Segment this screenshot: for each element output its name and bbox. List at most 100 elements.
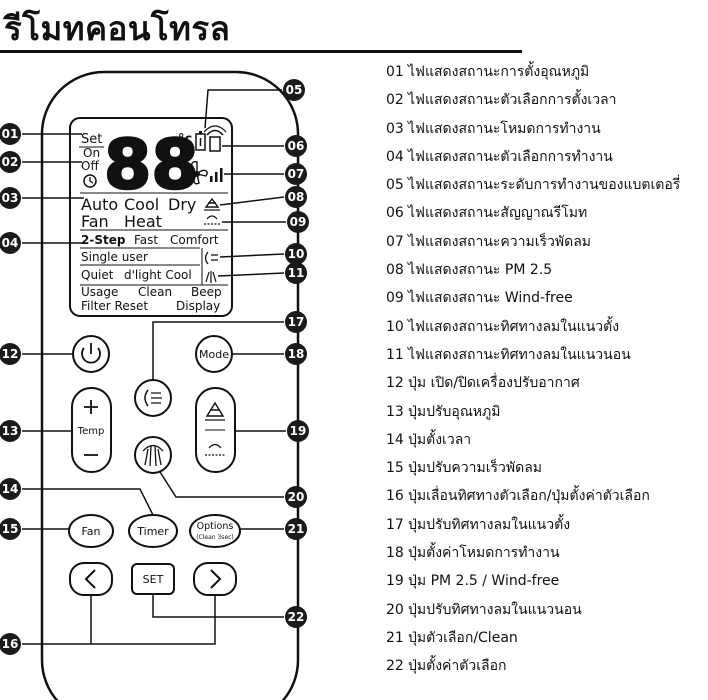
- callout-number: 20: [288, 490, 305, 504]
- legend-text: ปุ่ม PM 2.5 / Wind-free: [408, 573, 560, 590]
- legend-number: 04: [386, 148, 404, 165]
- chevron-right-icon: [210, 569, 222, 589]
- lcd-mode-auto: Auto: [81, 195, 118, 214]
- callout-number: 03: [2, 191, 19, 205]
- timer-button-label: Timer: [136, 525, 169, 538]
- callout-number: 22: [288, 610, 305, 624]
- callout-badge: [285, 486, 307, 508]
- mode-button-label: Mode: [199, 348, 229, 361]
- callout-badge: [0, 518, 21, 540]
- legend-text: ไฟแสดงสถานะความเร็วพัดลม: [408, 233, 592, 250]
- callout-badge: [0, 633, 21, 655]
- chevron-left-icon: [84, 569, 96, 589]
- lcd-mode-fan: Fan: [81, 212, 109, 231]
- lcd-option-beep: Beep: [191, 285, 222, 299]
- callout-number: 16: [2, 637, 19, 651]
- signal-icon: [203, 125, 227, 152]
- left-arrow-button[interactable]: [69, 562, 113, 596]
- legend-number: 22: [386, 658, 404, 675]
- legend-number: 19: [386, 573, 404, 590]
- lcd-option-single-user: Single user: [81, 250, 148, 264]
- lcd-hour-unit: hr: [180, 179, 191, 190]
- legend-number: 01: [386, 64, 404, 80]
- callout-number: 18: [288, 347, 305, 361]
- vertical-airflow-button[interactable]: [134, 379, 172, 417]
- callout-line: [204, 89, 282, 129]
- callout-badge: [0, 187, 21, 209]
- pm25-windfree-rocker-button[interactable]: [195, 387, 236, 473]
- callout-number: 15: [2, 522, 19, 536]
- lcd-degree-unit: °c: [178, 132, 192, 147]
- callout-badge: [285, 606, 307, 628]
- temp-rocker-button[interactable]: Temp: [71, 387, 112, 473]
- lcd-mode-cool: Cool: [124, 195, 159, 214]
- callout-line: [219, 196, 285, 206]
- horizontal-airflow-button[interactable]: [134, 436, 172, 474]
- fan-button[interactable]: Fan: [68, 514, 114, 548]
- fan-button-label: Fan: [81, 525, 100, 538]
- lcd-option-2step: 2-Step: [81, 233, 126, 247]
- callout-line: [217, 272, 285, 277]
- page-title: รีโมทคอนโทรล: [4, 9, 231, 48]
- callout-number: 02: [2, 155, 19, 169]
- lcd-mode-heat: Heat: [124, 212, 162, 231]
- legend-text: ปุ่ม เปิด/ปิดเครื่องปรับอากาศ: [408, 375, 580, 392]
- legend-text: ปุ่มตัวเลือก/Clean: [408, 629, 518, 646]
- legend-text: ปุ่มตั้งค่าตัวเลือก: [408, 658, 507, 675]
- legend-number: 18: [386, 545, 404, 562]
- legend-number: 13: [386, 403, 404, 420]
- options-button-label: Options: [197, 521, 234, 532]
- callout-badge: [287, 420, 309, 442]
- callout-badge: [0, 151, 21, 173]
- callout-badge: [287, 211, 309, 233]
- callout-badge: [285, 343, 307, 365]
- legend-number: 14: [386, 431, 404, 448]
- legend-text: ไฟแสดงสถานะตัวเลือกการตั้งเวลา: [408, 92, 617, 109]
- lcd-on-text: On: [83, 146, 100, 160]
- timer-button[interactable]: Timer: [128, 514, 178, 548]
- set-button[interactable]: SET: [131, 563, 175, 595]
- vertical-airflow-icon: [204, 251, 218, 265]
- legend-text: ไฟแสดงสถานะทิศทางลมในแนวนอน: [408, 346, 631, 363]
- legend-number: 06: [386, 205, 404, 222]
- callout-badge: [285, 262, 307, 284]
- callout-number: 14: [2, 482, 19, 496]
- lcd-option-filter-reset: Filter Reset: [81, 299, 148, 313]
- options-button[interactable]: Options (Clean 3sec): [189, 514, 241, 548]
- mode-button[interactable]: Mode: [195, 335, 233, 373]
- lcd-option-comfort: Comfort: [170, 233, 219, 247]
- callout-badge: [283, 79, 305, 101]
- callout-number: 01: [2, 127, 19, 141]
- lcd-mode-dry: Dry: [168, 195, 196, 214]
- legend-number: 08: [386, 262, 404, 279]
- callout-badge: [285, 163, 307, 185]
- right-arrow-button[interactable]: [193, 562, 237, 596]
- legend-number: 02: [386, 92, 404, 109]
- legend-text: ไฟแสดงสถานะการตั้งอุณหภูมิ: [408, 64, 590, 80]
- battery-icon: [195, 131, 206, 151]
- power-button[interactable]: [72, 335, 110, 373]
- legend-text: ปุ่มตั้งค่าโหมดการทำงาน: [408, 545, 560, 562]
- callout-line: [152, 321, 284, 380]
- lcd-option-dlight-cool: d'light Cool: [124, 268, 192, 282]
- callout-badge: [0, 232, 21, 254]
- legend-number: 05: [386, 177, 404, 194]
- temp-button-label: Temp: [77, 426, 105, 437]
- legend-number: 09: [386, 290, 404, 307]
- legend-number: 16: [386, 488, 404, 505]
